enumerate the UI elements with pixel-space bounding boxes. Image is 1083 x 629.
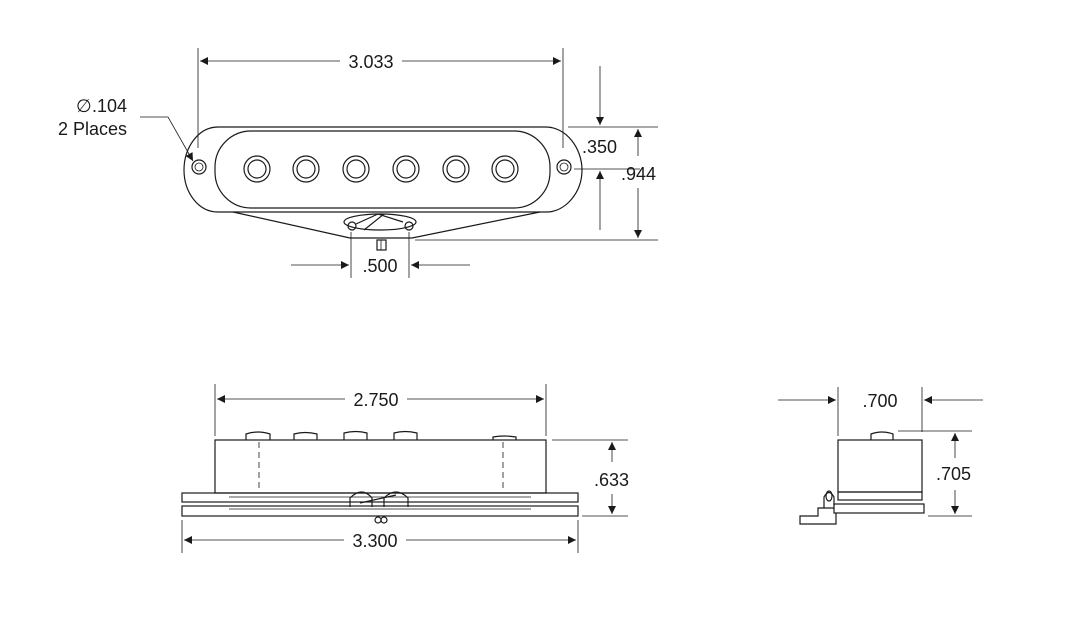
- pole-piece: [491, 155, 519, 183]
- pole-piece: [442, 155, 470, 183]
- mounting-hole-right-inner: [559, 162, 569, 172]
- mounting-hole-left-inner: [194, 162, 204, 172]
- bobbin-top: [214, 130, 551, 209]
- pole-piece: [495, 159, 515, 179]
- mounting-hole-left: [191, 159, 207, 175]
- lead-loop: [349, 491, 373, 507]
- lead-eyelets: [343, 213, 417, 251]
- dim-side-height: .705: [936, 464, 971, 484]
- pole-piece: [243, 155, 271, 183]
- dim-hole-diameter: .104: [92, 96, 127, 116]
- baseplate: [181, 505, 579, 517]
- eyelet-left: [347, 221, 357, 231]
- side-flange: [837, 491, 923, 501]
- side-baseplate: [833, 503, 925, 514]
- dim-lead-spacing: .500: [362, 256, 397, 276]
- pole-tops: [245, 430, 517, 440]
- hole-diameter-symbol: ∅: [76, 96, 92, 116]
- hole-note: 2 Places: [58, 119, 127, 139]
- side-lead-loop: [823, 491, 835, 508]
- pole-top: [293, 431, 318, 440]
- side-bobbin: [837, 439, 923, 493]
- dim-depth: .700: [862, 391, 897, 411]
- pole-piece: [342, 155, 370, 183]
- pole-piece: [292, 155, 320, 183]
- eyelet-right: [404, 221, 414, 231]
- mounting-hole-right: [556, 159, 572, 175]
- pole-piece: [396, 159, 416, 179]
- pole-piece: [446, 159, 466, 179]
- baseplate-tail: [232, 211, 541, 239]
- eyelet-loop: [343, 213, 417, 231]
- side-lead-wire: [825, 490, 833, 502]
- bobbin-body: [214, 439, 547, 494]
- side-pole-top: [870, 431, 894, 440]
- pole-top: [343, 430, 368, 440]
- pole-piece: [247, 159, 267, 179]
- dim-total-width: .944: [621, 164, 656, 184]
- lead-wire: [355, 213, 404, 225]
- lead-loop: [383, 491, 409, 507]
- lead-end: [380, 516, 388, 524]
- lead-end: [374, 516, 382, 524]
- side-view: .700 .705: [778, 387, 983, 525]
- front-lead-wires: [349, 491, 409, 524]
- dim-bobbin-length: 2.750: [353, 390, 398, 410]
- pole-piece: [296, 159, 316, 179]
- pole-top: [245, 431, 271, 440]
- front-view: 2.750 .633 3.300: [181, 384, 629, 553]
- lead-wire: [363, 213, 385, 231]
- dim-baseplate-length: 3.300: [352, 531, 397, 551]
- pole-top: [393, 430, 418, 440]
- top-view: 3.033 ∅ .104 2 Places .350 .944 .500: [58, 48, 658, 278]
- pole-piece: [392, 155, 420, 183]
- pole-pieces: [243, 155, 519, 183]
- side-lead-tab: [799, 507, 837, 525]
- dim-height: .633: [594, 470, 629, 490]
- hole-leader: [140, 116, 194, 162]
- lead-wire: [359, 494, 397, 504]
- bottom-flange: [181, 492, 579, 503]
- pole-piece: [346, 159, 366, 179]
- lead-tab: [376, 239, 387, 251]
- pole-top: [492, 435, 517, 440]
- dim-body-width: .350: [582, 137, 617, 157]
- dim-overall-length: 3.033: [348, 52, 393, 72]
